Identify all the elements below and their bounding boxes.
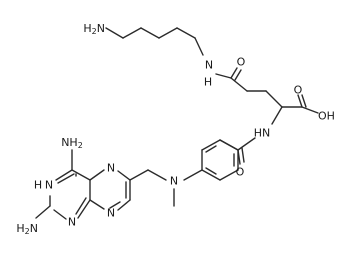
glutamate-backbone — [215, 67, 319, 125]
bond — [117, 199, 131, 211]
bond — [297, 94, 303, 108]
bond — [234, 69, 242, 81]
bond — [301, 106, 319, 114]
bond — [301, 94, 307, 108]
terminal-amine-label: H2N — [83, 22, 105, 36]
bond — [71, 169, 91, 181]
pteridine — [35, 149, 131, 220]
pentyl-chain — [105, 27, 204, 56]
bond — [147, 169, 167, 181]
benzamide-oxygen-label: O — [236, 166, 245, 179]
bond — [183, 169, 203, 181]
bond — [201, 169, 221, 181]
pteridine-h3-label: H — [34, 179, 42, 192]
bond — [219, 139, 239, 151]
pteridine-n1-label: N — [68, 216, 76, 229]
pteridine-n8-label: N — [107, 207, 115, 220]
bond — [205, 167, 217, 175]
bond — [201, 139, 221, 151]
bond — [109, 201, 121, 209]
bond — [75, 197, 87, 215]
bond — [205, 145, 217, 153]
bond — [215, 73, 232, 79]
bond — [117, 170, 131, 181]
benzamide — [201, 137, 256, 181]
bond — [105, 27, 124, 39]
bond — [265, 90, 283, 108]
bond — [237, 137, 256, 151]
carboxyl-hydroxyl-label: OH — [318, 110, 335, 123]
bond — [89, 169, 105, 181]
amide-nitrogen-label: N — [205, 59, 213, 72]
amino-2-label: H2N — [16, 222, 38, 236]
bond — [158, 27, 178, 39]
bond — [53, 209, 67, 220]
amide-oxygen-label: O — [237, 56, 246, 69]
bond — [194, 37, 204, 56]
bond — [55, 169, 73, 181]
pteridine-n3-label: N — [45, 179, 53, 192]
bond — [230, 77, 248, 92]
bond — [219, 169, 239, 181]
carboxyl-oxygen-label: O — [294, 84, 303, 97]
amide-hydrogen-label: H — [204, 76, 212, 89]
bond — [241, 147, 245, 163]
bond — [57, 173, 75, 184]
bond — [140, 27, 160, 39]
bond — [122, 27, 142, 39]
bond — [77, 199, 91, 219]
n-methyl-linker — [129, 169, 203, 207]
bond — [89, 199, 105, 210]
bond — [35, 205, 51, 219]
bond — [230, 67, 238, 79]
alpha-amine-label: HN — [254, 127, 271, 140]
pteridine-n5-label: N — [107, 162, 115, 175]
n-methyl-label: N — [170, 175, 178, 188]
bond — [176, 27, 196, 39]
bond — [271, 106, 283, 125]
bond — [129, 169, 149, 181]
amino-4-label: NH2 — [61, 136, 83, 150]
